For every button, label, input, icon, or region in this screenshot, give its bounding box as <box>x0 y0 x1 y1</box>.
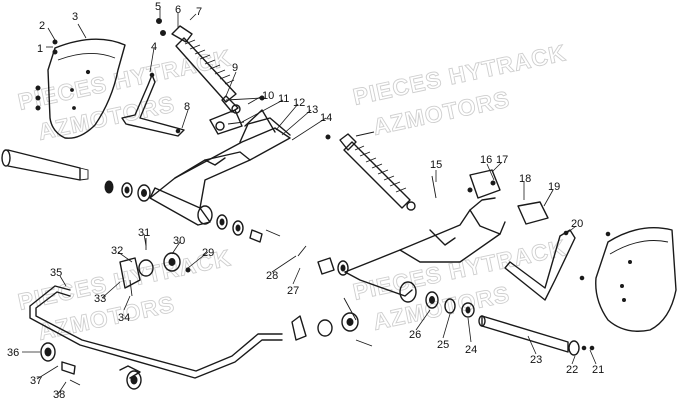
callout-13: 13 <box>306 104 318 116</box>
callout-2: 2 <box>39 20 45 32</box>
callout-29: 29 <box>202 247 214 259</box>
right-mudguard <box>579 227 677 332</box>
leader-lines <box>22 9 597 395</box>
callout-38: 38 <box>53 389 65 400</box>
callout-36: 36 <box>7 347 19 359</box>
callout-5: 5 <box>155 1 161 13</box>
callout-14: 14 <box>320 112 332 124</box>
callout-23: 23 <box>530 354 542 366</box>
right-mudguard-bracket <box>504 201 576 301</box>
callout-12: 12 <box>293 97 305 109</box>
callout-24: 24 <box>465 344 477 356</box>
callout-28: 28 <box>266 270 278 282</box>
callout-4: 4 <box>151 41 157 53</box>
callout-10: 10 <box>262 90 274 102</box>
callout-33: 33 <box>94 293 106 305</box>
callout-1: 1 <box>37 43 43 55</box>
callout-8: 8 <box>184 101 190 113</box>
right-axle <box>478 315 580 356</box>
callout-3: 3 <box>72 11 78 23</box>
hardware-bolts <box>52 39 595 386</box>
callout-31: 31 <box>138 227 150 239</box>
callout-6: 6 <box>175 4 181 16</box>
callout-35: 35 <box>50 267 62 279</box>
left-swing-arm <box>149 117 291 226</box>
callout-15: 15 <box>430 159 442 171</box>
left-axle <box>1 149 89 181</box>
callout-9: 9 <box>232 62 238 74</box>
left-bearing-stack <box>104 180 281 243</box>
callout-20: 20 <box>571 218 583 230</box>
stabilizer-bar <box>29 285 283 390</box>
left-shock-absorber <box>156 18 241 114</box>
callout-34: 34 <box>118 312 130 324</box>
callout-30: 30 <box>173 235 185 247</box>
callout-27: 27 <box>287 285 299 297</box>
callout-32: 32 <box>111 245 123 257</box>
callout-26: 26 <box>409 329 421 341</box>
callout-11: 11 <box>278 93 289 105</box>
upper-linkage-bracket <box>209 109 276 135</box>
callout-25: 25 <box>437 339 449 351</box>
callout-22: 22 <box>566 364 578 376</box>
right-bearing-stack <box>297 245 475 318</box>
callout-16: 16 <box>480 154 492 166</box>
right-shock-absorber <box>325 131 416 211</box>
callout-7: 7 <box>196 6 202 18</box>
callout-labels: 2 1 3 4 5 6 7 8 9 10 11 12 13 14 15 16 1… <box>7 1 604 400</box>
callout-21: 21 <box>592 364 604 376</box>
callout-19: 19 <box>548 181 560 193</box>
left-mudguard-bracket <box>121 72 185 137</box>
stabilizer-link-left <box>119 252 191 289</box>
callout-37: 37 <box>30 375 42 387</box>
right-swing-arm <box>344 169 506 303</box>
callout-18: 18 <box>519 173 531 185</box>
stabilizer-link-right <box>291 297 359 341</box>
left-mudguard <box>35 38 126 139</box>
callout-17: 17 <box>496 154 508 166</box>
